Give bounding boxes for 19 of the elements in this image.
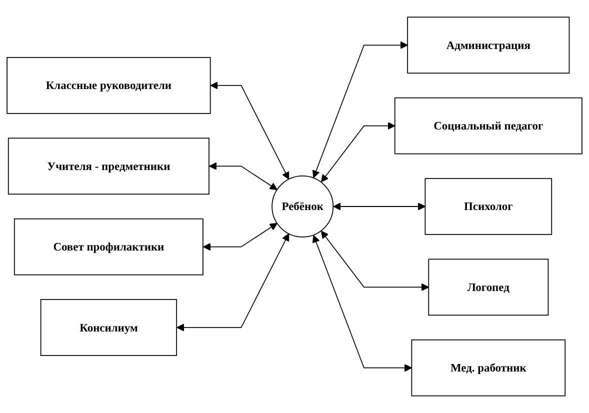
node-box: Мед. работник [411,339,566,396]
node-box: Психолог [424,178,552,235]
arrow [209,162,278,190]
node-box: Классные руководители [6,57,211,114]
arrow [312,41,408,178]
arrow [320,230,429,292]
arrow [176,233,290,332]
arrow [210,82,290,180]
node-box: Социальный педагог [394,97,582,154]
arrow [320,122,396,182]
node-box: Учителя - предметники [8,138,210,195]
node-box: Администрация [407,16,570,74]
node-box: Консилиум [40,299,178,356]
node-circle: Ребёнок [272,176,334,238]
node-box: Совет профилактики [14,218,204,276]
node-box: Логопед [428,258,549,316]
arrow [312,235,412,372]
arrow [333,202,426,210]
arrow [202,222,278,251]
